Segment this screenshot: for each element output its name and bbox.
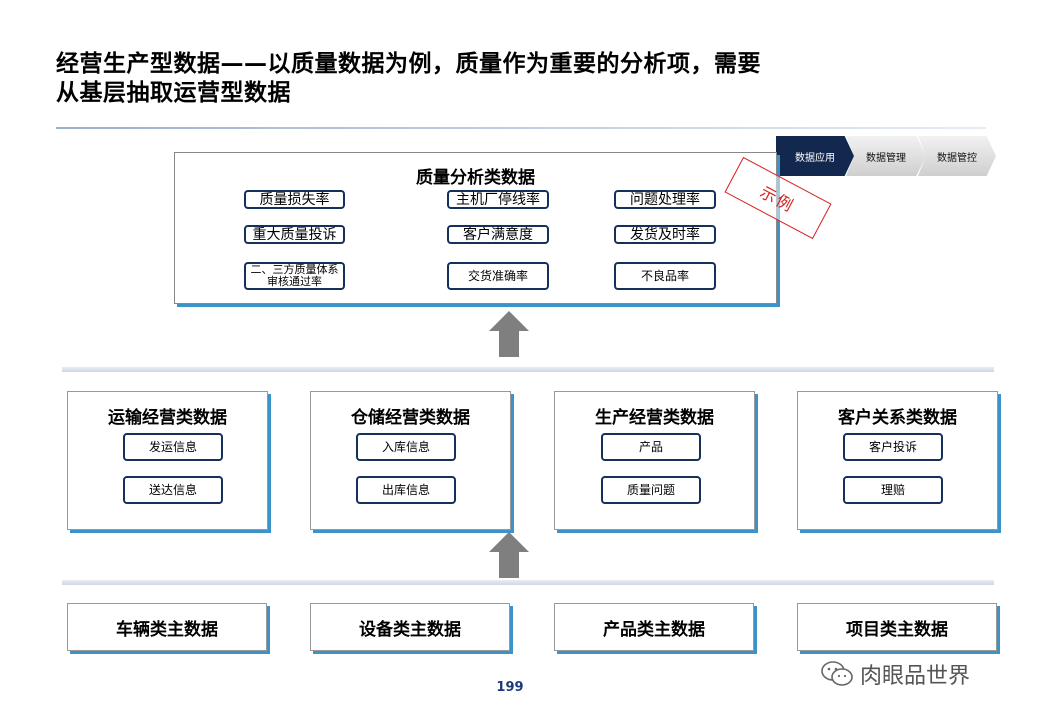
data-item-pill: 送达信息 <box>123 476 223 504</box>
data-item-pill: 入库信息 <box>356 433 456 461</box>
master-data-box: 车辆类主数据 <box>67 603 267 651</box>
metric-pill: 交货准确率 <box>447 262 549 290</box>
operation-category-panel: 运输经营类数据 发运信息 送达信息 <box>67 391 268 530</box>
title-line-1: 经营生产型数据——以质量数据为例，质量作为重要的分析项，需要 <box>56 51 761 77</box>
data-item-pill: 理赔 <box>843 476 943 504</box>
wechat-icon <box>821 661 853 686</box>
master-data-box: 设备类主数据 <box>310 603 510 651</box>
data-item-pill: 发运信息 <box>123 433 223 461</box>
data-item-pill: 质量问题 <box>601 476 701 504</box>
category-title: 生产经营类数据 <box>595 408 714 428</box>
breadcrumb: 数据管控 数据管理 数据应用 <box>776 136 996 176</box>
section-divider <box>62 367 994 372</box>
metric-pill: 质量损失率 <box>244 190 345 209</box>
metric-pill: 客户满意度 <box>447 225 549 244</box>
data-item-pill: 出库信息 <box>356 476 456 504</box>
metric-pill: 不良品率 <box>614 262 716 290</box>
watermark: 肉眼品世界 <box>820 658 970 690</box>
operation-category-panel: 仓储经营类数据 入库信息 出库信息 <box>310 391 511 530</box>
category-title: 客户关系类数据 <box>838 408 957 428</box>
quality-analysis-title: 质量分析类数据 <box>416 168 535 188</box>
category-title: 仓储经营类数据 <box>351 408 470 428</box>
master-data-box: 项目类主数据 <box>797 603 997 651</box>
breadcrumb-step-management[interactable]: 数据管理 <box>846 136 926 176</box>
metric-pill: 发货及时率 <box>614 225 716 244</box>
data-item-pill: 客户投诉 <box>843 433 943 461</box>
metric-pill: 二、三方质量体系审核通过率 <box>244 262 345 290</box>
breadcrumb-step-governance[interactable]: 数据管控 <box>918 136 996 176</box>
page-number: 199 <box>496 680 524 695</box>
up-arrow-icon <box>489 532 529 578</box>
metric-pill: 重大质量投诉 <box>244 225 345 244</box>
operation-category-panel: 客户关系类数据 客户投诉 理赔 <box>797 391 998 530</box>
breadcrumb-step-application[interactable]: 数据应用 <box>776 136 854 176</box>
section-divider <box>62 580 994 585</box>
quality-analysis-panel: 质量分析类数据 质量损失率 主机厂停线率 问题处理率 重大质量投诉 客户满意度 … <box>174 152 777 304</box>
title-divider <box>56 127 986 129</box>
metric-pill: 问题处理率 <box>614 190 716 209</box>
title-line-2: 从基层抽取运营型数据 <box>56 80 291 106</box>
metric-pill: 主机厂停线率 <box>447 190 549 209</box>
watermark-text: 肉眼品世界 <box>860 664 971 689</box>
data-item-pill: 产品 <box>601 433 701 461</box>
category-title: 运输经营类数据 <box>108 408 227 428</box>
operation-category-panel: 生产经营类数据 产品 质量问题 <box>554 391 755 530</box>
master-data-box: 产品类主数据 <box>554 603 754 651</box>
page-title: 经营生产型数据——以质量数据为例，质量作为重要的分析项，需要 从基层抽取运营型数… <box>56 50 816 108</box>
up-arrow-icon <box>489 311 529 357</box>
